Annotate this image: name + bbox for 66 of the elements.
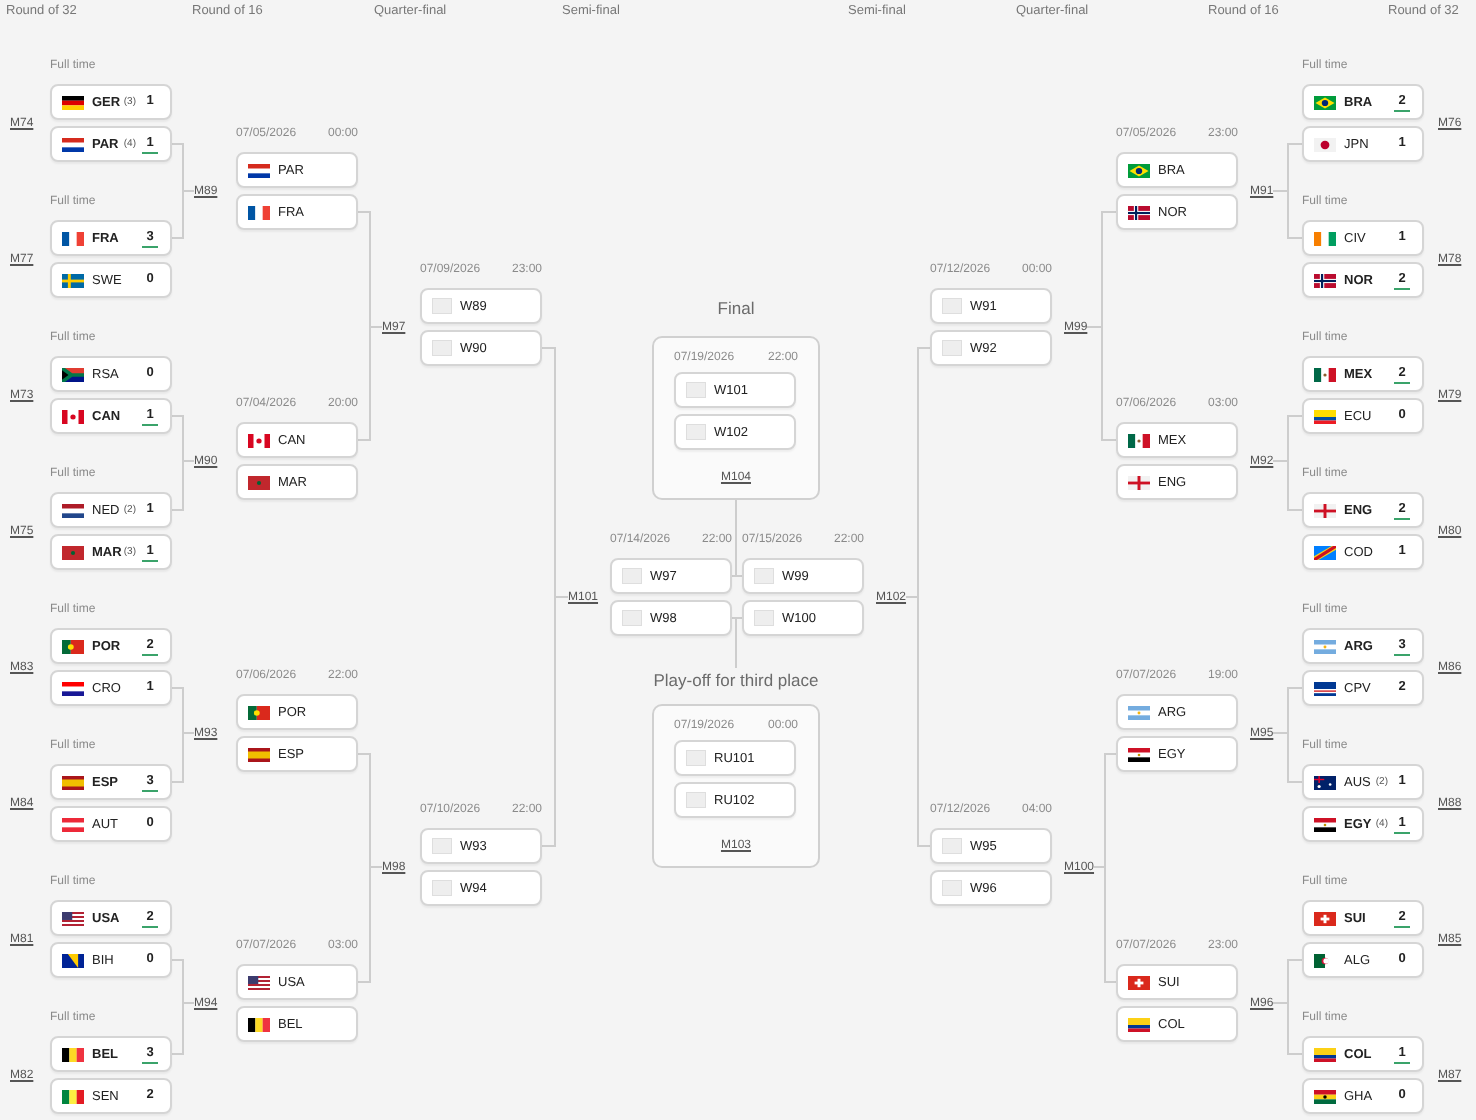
team-row (236, 194, 358, 230)
team-row (1116, 694, 1238, 730)
team-row (742, 558, 864, 594)
team-row (236, 422, 358, 458)
team-row (1302, 398, 1424, 434)
team-row (674, 740, 796, 776)
team-row (1302, 628, 1424, 664)
team-row (1302, 806, 1424, 842)
team-row (50, 628, 172, 664)
team-row (674, 782, 796, 818)
team-row (1302, 126, 1424, 162)
team-row (1116, 736, 1238, 772)
team-row (236, 152, 358, 188)
team-row (50, 534, 172, 570)
team-row (1116, 964, 1238, 1000)
team-row (420, 330, 542, 366)
team-row (50, 356, 172, 392)
team-row (50, 806, 172, 842)
team-row (236, 1006, 358, 1042)
team-row (674, 372, 796, 408)
team-row (236, 694, 358, 730)
team-row (236, 964, 358, 1000)
team-row (50, 670, 172, 706)
team-row (1116, 464, 1238, 500)
team-row (236, 736, 358, 772)
team-row (1302, 84, 1424, 120)
team-row (50, 262, 172, 298)
team-row (1302, 1078, 1424, 1114)
team-row (50, 1036, 172, 1072)
team-row (930, 870, 1052, 906)
team-row (674, 414, 796, 450)
team-row (610, 600, 732, 636)
team-row (930, 288, 1052, 324)
team-row (50, 84, 172, 120)
team-row (50, 220, 172, 256)
section-heading: Final (717, 296, 755, 320)
team-row (50, 942, 172, 978)
team-row (50, 126, 172, 162)
team-row (50, 398, 172, 434)
team-row (420, 870, 542, 906)
team-row (742, 600, 864, 636)
team-row (50, 1078, 172, 1114)
team-row (930, 330, 1052, 366)
team-row (1302, 900, 1424, 936)
team-row (420, 288, 542, 324)
team-row (50, 492, 172, 528)
team-row (1116, 422, 1238, 458)
team-row (1116, 1006, 1238, 1042)
team-row (1302, 1036, 1424, 1072)
section-heading: Play-off for third place (653, 668, 819, 692)
team-row (1302, 492, 1424, 528)
team-row (50, 900, 172, 936)
team-row (610, 558, 732, 594)
team-row (1302, 764, 1424, 800)
team-row (50, 764, 172, 800)
team-row (420, 828, 542, 864)
team-row (236, 464, 358, 500)
team-row (1302, 220, 1424, 256)
team-row (1302, 262, 1424, 298)
team-row (1302, 942, 1424, 978)
team-row (1116, 152, 1238, 188)
team-row (930, 828, 1052, 864)
team-row (1302, 356, 1424, 392)
team-row (1302, 534, 1424, 570)
team-row (1116, 194, 1238, 230)
team-row (1302, 670, 1424, 706)
